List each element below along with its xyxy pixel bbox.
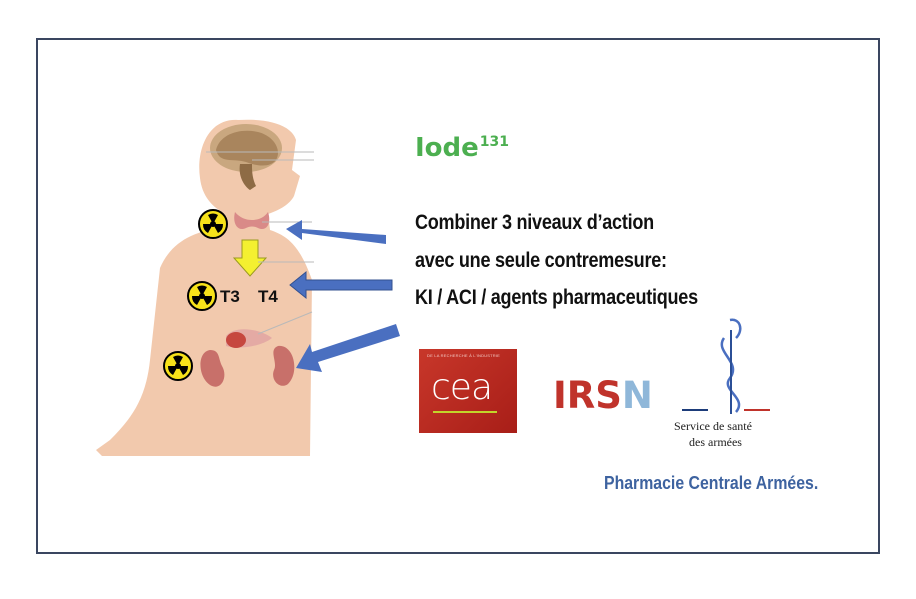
cea-wordmark: cea [431, 367, 493, 408]
cea-tagline: DE LA RECHERCHE À L'INDUSTRIE [427, 353, 501, 358]
caduceus-icon [720, 318, 742, 414]
thyroid-icon [234, 212, 312, 230]
blue-arrow-hormones [289, 270, 393, 300]
title-superscript: 131 [479, 134, 510, 151]
t3-label: T3 [220, 287, 240, 306]
radiation-icon [187, 281, 217, 311]
t4-label: T4 [258, 287, 278, 306]
action-line-1: Combiner 3 niveaux d’action [415, 211, 654, 234]
brain-icon [206, 124, 314, 190]
radiation-icon [198, 209, 228, 239]
irsn-n: N [621, 374, 653, 417]
action-line-2: avec une seule contremesure: [415, 249, 667, 272]
radiation-icon [163, 351, 193, 381]
blue-arrow-organs [296, 324, 400, 372]
ssa-line-1: Service de santé [674, 419, 752, 433]
ssa-line-2: des armées [689, 435, 742, 449]
cea-logo: DE LA RECHERCHE À L'INDUSTRIE cea [419, 349, 517, 433]
action-line-3: KI / ACI / agents pharmaceutiques [415, 286, 698, 309]
irsn-logo: IRSN [553, 374, 653, 417]
diagram-title: Iode131 [415, 133, 510, 163]
blue-arrow-thyroid [286, 220, 386, 244]
pharmacie-label: Pharmacie Centrale Armées. [604, 473, 819, 493]
organs-icon [200, 311, 313, 387]
down-arrow-icon [232, 239, 268, 277]
cea-underline [433, 411, 497, 413]
